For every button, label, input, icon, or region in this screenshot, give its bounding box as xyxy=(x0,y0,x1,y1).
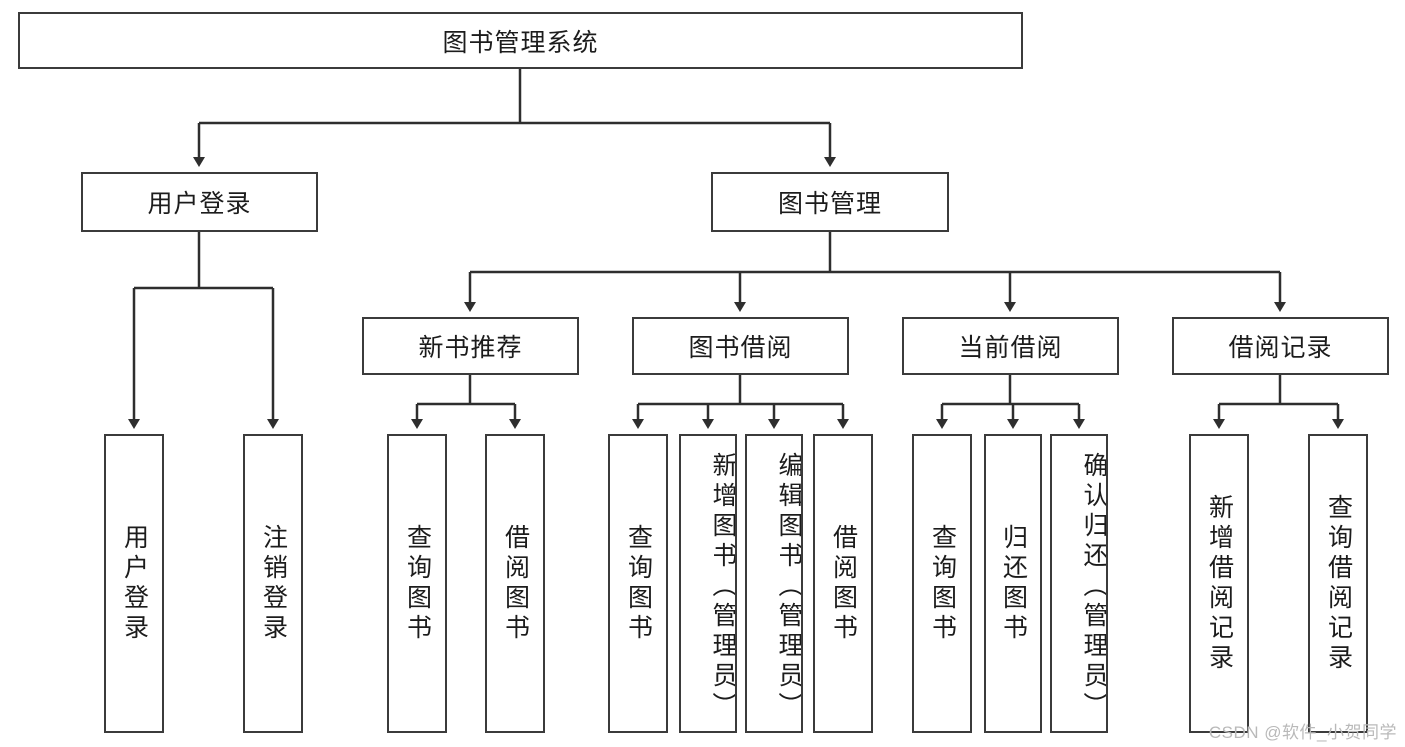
node-leaf-borrow-book-1[interactable]: 借阅图书 xyxy=(485,434,545,733)
node-leaf-edit-book-label: 编辑图书（管理员） xyxy=(775,451,803,722)
node-leaf-confirm-return-label: 确认归还（管理员） xyxy=(1080,451,1108,722)
node-root-label: 图书管理系统 xyxy=(442,28,599,57)
node-user-login-label: 用户登录 xyxy=(147,190,252,218)
node-borrow-record-label: 借阅记录 xyxy=(1228,334,1333,362)
node-leaf-return-book[interactable]: 归还图书 xyxy=(984,434,1042,733)
node-leaf-query-book-1[interactable]: 查询图书 xyxy=(387,434,447,733)
node-leaf-add-record-label: 新增借阅记录 xyxy=(1205,493,1234,674)
node-leaf-add-book-label: 新增图书（管理员） xyxy=(709,451,737,722)
node-leaf-user-login[interactable]: 用户登录 xyxy=(104,434,164,733)
node-new-book-rec[interactable]: 新书推荐 xyxy=(362,317,579,375)
node-leaf-user-login-label: 用户登录 xyxy=(120,523,149,644)
node-leaf-query-book-1-label: 查询图书 xyxy=(403,523,432,644)
node-root[interactable]: 图书管理系统 xyxy=(18,12,1023,69)
node-leaf-query-book-2-label: 查询图书 xyxy=(624,523,653,644)
node-book-borrow-label: 图书借阅 xyxy=(688,334,793,362)
node-leaf-edit-book[interactable]: 编辑图书（管理员） xyxy=(745,434,803,733)
node-leaf-query-record[interactable]: 查询借阅记录 xyxy=(1308,434,1368,733)
node-leaf-add-record[interactable]: 新增借阅记录 xyxy=(1189,434,1249,733)
node-leaf-query-record-label: 查询借阅记录 xyxy=(1324,493,1353,674)
node-borrow-record[interactable]: 借阅记录 xyxy=(1172,317,1389,375)
csdn-watermark: CSDN @软件_小贺同学 xyxy=(1208,723,1397,742)
node-leaf-query-book-3-label: 查询图书 xyxy=(928,523,957,644)
node-leaf-query-book-2[interactable]: 查询图书 xyxy=(608,434,668,733)
node-leaf-borrow-book-1-label: 借阅图书 xyxy=(501,523,530,644)
node-leaf-confirm-return[interactable]: 确认归还（管理员） xyxy=(1050,434,1108,733)
node-leaf-borrow-book-2[interactable]: 借阅图书 xyxy=(813,434,873,733)
node-leaf-add-book[interactable]: 新增图书（管理员） xyxy=(679,434,737,733)
node-leaf-query-book-3[interactable]: 查询图书 xyxy=(912,434,972,733)
node-leaf-borrow-book-2-label: 借阅图书 xyxy=(829,523,858,644)
node-leaf-logout-label: 注销登录 xyxy=(259,523,288,644)
node-leaf-logout[interactable]: 注销登录 xyxy=(243,434,303,733)
node-book-manage[interactable]: 图书管理 xyxy=(711,172,949,232)
node-leaf-return-book-label: 归还图书 xyxy=(999,523,1028,644)
node-user-login[interactable]: 用户登录 xyxy=(81,172,318,232)
node-current-borrow-label: 当前借阅 xyxy=(958,334,1063,362)
node-book-manage-label: 图书管理 xyxy=(777,190,882,218)
node-current-borrow[interactable]: 当前借阅 xyxy=(902,317,1119,375)
node-book-borrow[interactable]: 图书借阅 xyxy=(632,317,849,375)
node-new-book-rec-label: 新书推荐 xyxy=(418,334,523,362)
